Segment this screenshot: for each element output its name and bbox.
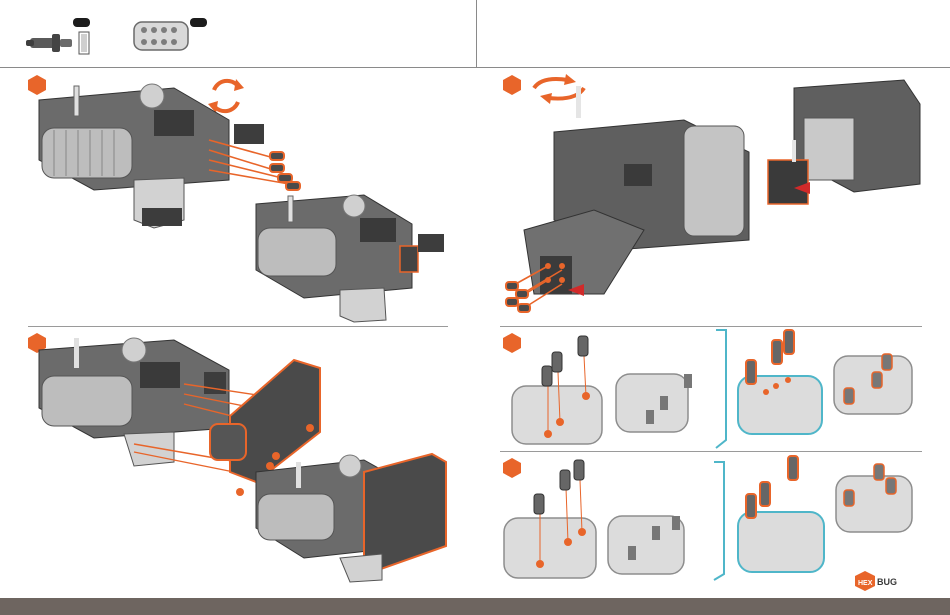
hexbug-logo: HEX BUG [854,570,914,592]
section-divider [28,326,448,327]
step-d-pins-illustration [508,330,928,450]
section-divider [500,326,922,327]
flat-plate-icon [132,18,192,54]
logo-prefix-text: HEX [858,580,873,587]
step-c-assembly-illustration [34,332,454,582]
part-qty-badge [73,18,90,27]
step-b-assembly-illustration [504,80,934,320]
step-a-assembly-illustration [34,80,454,320]
section-divider [500,451,922,452]
page-footer [0,598,950,615]
logo-suffix-text: BUG [877,577,897,587]
parts-divider [476,0,477,67]
part-qty-badge [190,18,207,27]
connector-pin-icon [26,28,74,58]
pin-measure-icon [76,31,94,55]
step-e-pins-illustration [500,456,920,586]
